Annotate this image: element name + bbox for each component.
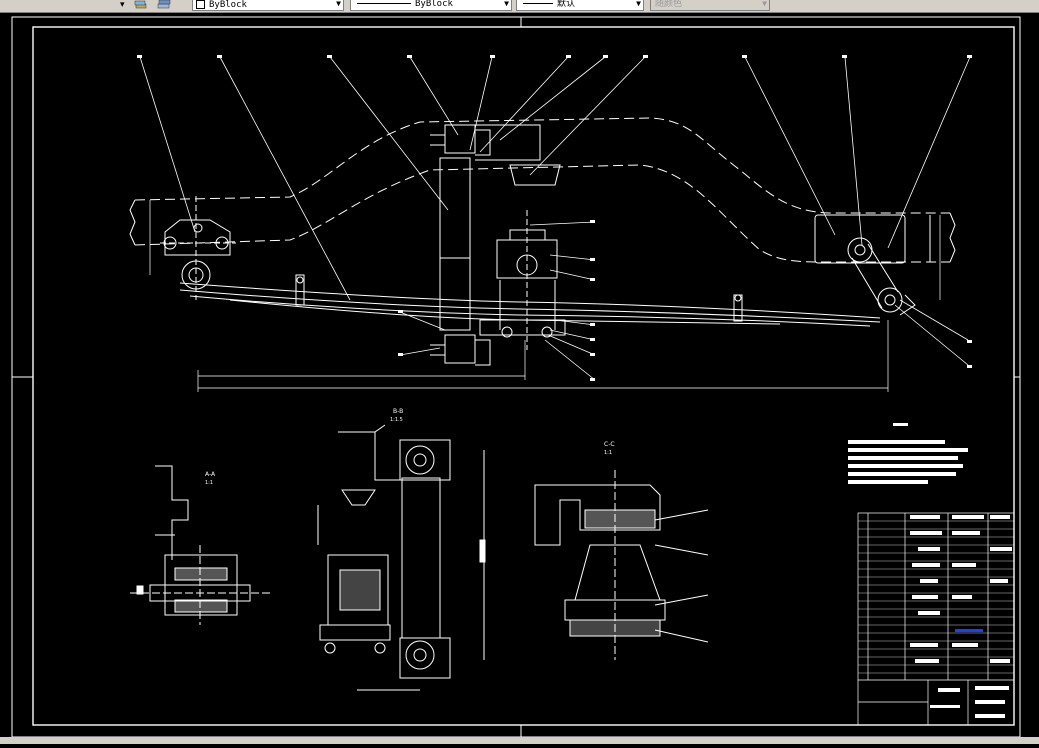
- section-b-b: [317, 424, 486, 691]
- balloon-markers: [137, 55, 972, 381]
- section-a-a-label: A-A: [205, 471, 216, 478]
- chevron-down-icon[interactable]: ▼: [504, 0, 509, 8]
- axle-clamp: [479, 210, 566, 350]
- parts-list-table: [857, 512, 1015, 726]
- parts-list-text: [910, 515, 1012, 718]
- dropdown-arrow-icon[interactable]: ▾: [120, 0, 125, 10]
- selected-highlight: [955, 629, 983, 632]
- chevron-down-icon[interactable]: ▼: [762, 0, 767, 8]
- section-c-c-scale: 1:1: [604, 450, 612, 456]
- layer-previous-icon[interactable]: [156, 0, 172, 10]
- section-a-a: [130, 465, 270, 625]
- linetype-sample-icon: [357, 3, 411, 4]
- break-line-right: [949, 212, 956, 263]
- section-a-a-scale: 1:1: [205, 480, 213, 486]
- technical-requirements: [848, 423, 968, 484]
- lineweight-control-combo[interactable]: 默认 ▼: [516, 0, 644, 11]
- vehicle-frame-outline: [134, 117, 950, 263]
- linetype-control-combo[interactable]: ByBlock ▼: [350, 0, 512, 11]
- drawing-canvas[interactable]: A-A 1:1 B-B 1:1.5 C-C 1:1: [0, 13, 1039, 744]
- rear-shackle: [814, 214, 931, 316]
- chevron-down-icon[interactable]: ▼: [636, 0, 641, 8]
- center-marks: [12, 17, 1020, 737]
- color-swatch-icon: [196, 0, 205, 9]
- color-control-combo[interactable]: ByBlock ▼: [192, 0, 344, 11]
- section-c-c: [534, 470, 709, 660]
- break-line-left: [129, 199, 136, 246]
- inner-frame: [32, 26, 1015, 726]
- lineweight-sample-icon: [523, 3, 553, 4]
- chevron-down-icon[interactable]: ▼: [336, 0, 341, 8]
- leader-lines: [139, 56, 971, 381]
- section-b-b-scale: 1:1.5: [390, 417, 403, 423]
- section-c-c-label: C-C: [604, 441, 615, 448]
- cad-drawing[interactable]: A-A 1:1 B-B 1:1.5 C-C 1:1: [0, 13, 1039, 744]
- plotstyle-control-combo[interactable]: 随颜色 ▼: [650, 0, 770, 11]
- spring-clips: [295, 274, 743, 322]
- section-b-b-label: B-B: [393, 408, 403, 415]
- horizontal-scrollbar[interactable]: [0, 737, 1039, 744]
- parts-list-rows: [858, 520, 1014, 674]
- properties-toolbar: ▾ ByBlock ▼ ByBlock ▼ 默认 ▼ 随颜色 ▼: [0, 0, 1039, 13]
- shock-absorber: [430, 124, 561, 366]
- dimension-lines: [149, 200, 941, 392]
- layer-stack-icon[interactable]: [134, 0, 148, 10]
